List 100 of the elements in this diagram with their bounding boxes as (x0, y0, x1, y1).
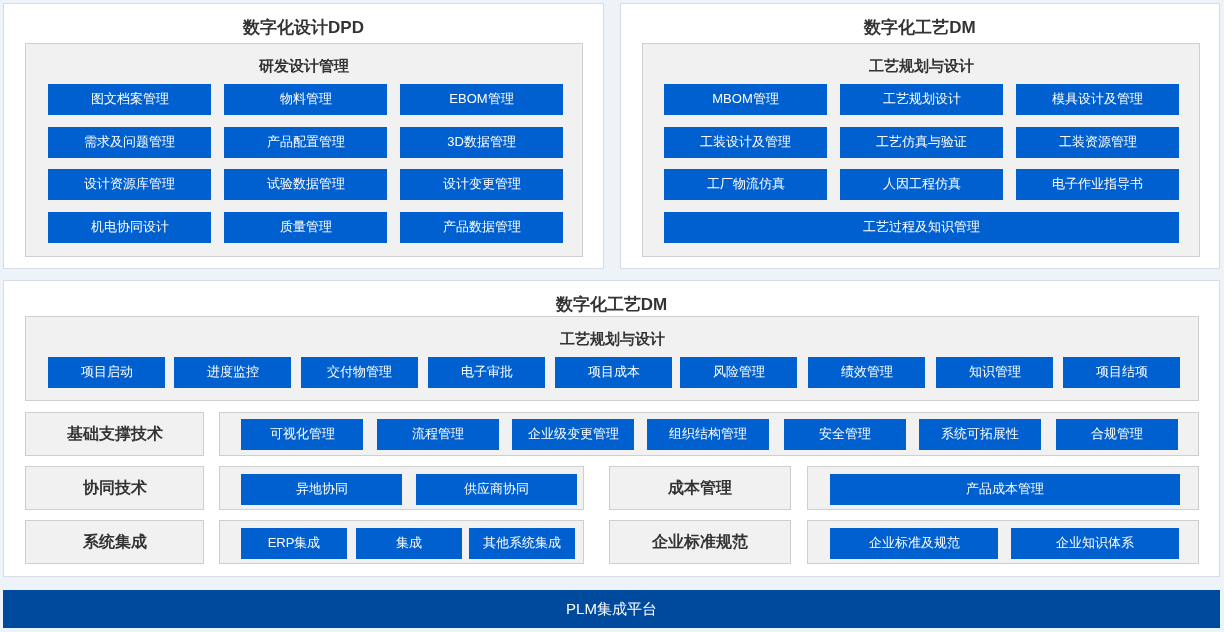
module-name: 合规管理 (1091, 426, 1143, 443)
module-name: 模具设计及管理 (1052, 91, 1143, 108)
module-tile (48, 212, 211, 243)
module-name: 产品配置管理 (266, 134, 345, 151)
module-name: 产品数据管理 (442, 219, 521, 236)
module-name: 工装资源管理 (1058, 134, 1137, 151)
module-tile (400, 169, 563, 200)
module-name: 系统可拓展性 (941, 426, 1019, 443)
module-tile (919, 419, 1041, 450)
module-tile (224, 84, 387, 115)
module-tile (664, 169, 827, 200)
module-name: 项目启动 (80, 364, 133, 381)
module-name: 知识管理 (968, 364, 1021, 381)
module-name: 工装设计及管理 (700, 134, 791, 151)
category-box (25, 412, 204, 456)
module-tile (241, 474, 402, 505)
module-tile (224, 127, 387, 158)
module-tile (555, 357, 672, 388)
module-name: 流程管理 (412, 426, 464, 443)
module-name: 设计资源库管理 (84, 176, 175, 193)
module-name: 集成 (396, 535, 422, 552)
module-name: 可视化管理 (269, 426, 335, 443)
module-name: 项目成本 (587, 364, 640, 381)
module-name: 安全管理 (819, 426, 871, 443)
category-box (609, 466, 791, 510)
module-name: 质量管理 (279, 219, 332, 236)
section-panel (3, 280, 1220, 577)
module-tile (400, 127, 563, 158)
category-label: 系统集成 (82, 532, 147, 552)
module-tile (1063, 357, 1180, 388)
module-name: 供应商协同 (464, 481, 529, 498)
group-title: 工艺规划与设计 (868, 56, 974, 76)
module-name: 其他系统集成 (483, 535, 561, 552)
module-tile (241, 528, 347, 559)
category-box (25, 520, 204, 564)
module-tile (174, 357, 291, 388)
module-name: 机电协同设计 (90, 219, 169, 236)
module-name: 异地协同 (295, 481, 348, 498)
module-tile (224, 212, 387, 243)
module-tile (377, 419, 499, 450)
module-name: 需求及问题管理 (84, 134, 175, 151)
category-content-panel (807, 466, 1199, 510)
module-name: MBOM管理 (712, 91, 779, 108)
category-label: 协同技术 (82, 478, 147, 498)
module-tile (48, 127, 211, 158)
group-panel (25, 43, 583, 257)
module-tile (48, 84, 211, 115)
module-tile (428, 357, 545, 388)
module-name: EBOM管理 (449, 91, 514, 108)
group-title: 研发设计管理 (259, 56, 349, 76)
section-title: 数字化工艺DM (864, 17, 976, 39)
category-box (609, 520, 791, 564)
module-name: 工艺仿真与验证 (876, 134, 967, 151)
module-name: 试验数据管理 (266, 176, 345, 193)
module-name: 工艺规划设计 (882, 91, 961, 108)
module-tile (1016, 127, 1179, 158)
module-name: 绩效管理 (840, 364, 893, 381)
module-name: ERP集成 (267, 535, 321, 552)
module-tile (808, 357, 925, 388)
module-tile (830, 528, 998, 559)
category-label: 企业标准规范 (652, 532, 748, 552)
module-tile (48, 169, 211, 200)
category-box (25, 466, 204, 510)
section-panel (3, 3, 604, 269)
group-title: 工艺规划与设计 (559, 329, 665, 349)
module-tile (840, 127, 1003, 158)
module-name: 产品成本管理 (966, 481, 1044, 498)
section-title: 数字化工艺DM (555, 294, 668, 316)
platform-bar (3, 590, 1220, 628)
module-name: 风险管理 (712, 364, 765, 381)
module-tile (647, 419, 769, 450)
module-name: 组织结构管理 (669, 426, 747, 443)
module-tile (416, 474, 577, 505)
module-name: 设计变更管理 (442, 176, 521, 193)
module-name: 企业标准及规范 (868, 535, 960, 552)
category-content-panel (807, 520, 1199, 564)
module-name: 项目结项 (1095, 364, 1148, 381)
module-tile (512, 419, 634, 450)
module-tile (1016, 84, 1179, 115)
section-title: 数字化设计DPD (243, 17, 364, 39)
module-name: 图文档案管理 (90, 91, 169, 108)
module-tile (664, 84, 827, 115)
module-name: 工厂物流仿真 (706, 176, 785, 193)
module-tile (830, 474, 1180, 505)
module-tile (1011, 528, 1179, 559)
module-name: 企业知识体系 (1056, 535, 1134, 552)
module-tile (680, 357, 797, 388)
module-name: 交付物管理 (327, 364, 392, 381)
module-tile (48, 357, 165, 388)
module-tile (840, 169, 1003, 200)
section-panel (620, 3, 1220, 269)
module-tile (664, 212, 1179, 243)
module-tile (356, 528, 462, 559)
platform-label: PLM集成平台 (566, 598, 657, 619)
module-name: 工艺过程及知识管理 (863, 219, 980, 236)
module-tile (224, 169, 387, 200)
module-name: 企业级变更管理 (527, 426, 619, 443)
module-name: 电子作业指导书 (1052, 176, 1143, 193)
module-tile (1056, 419, 1178, 450)
category-content-panel (219, 520, 584, 564)
